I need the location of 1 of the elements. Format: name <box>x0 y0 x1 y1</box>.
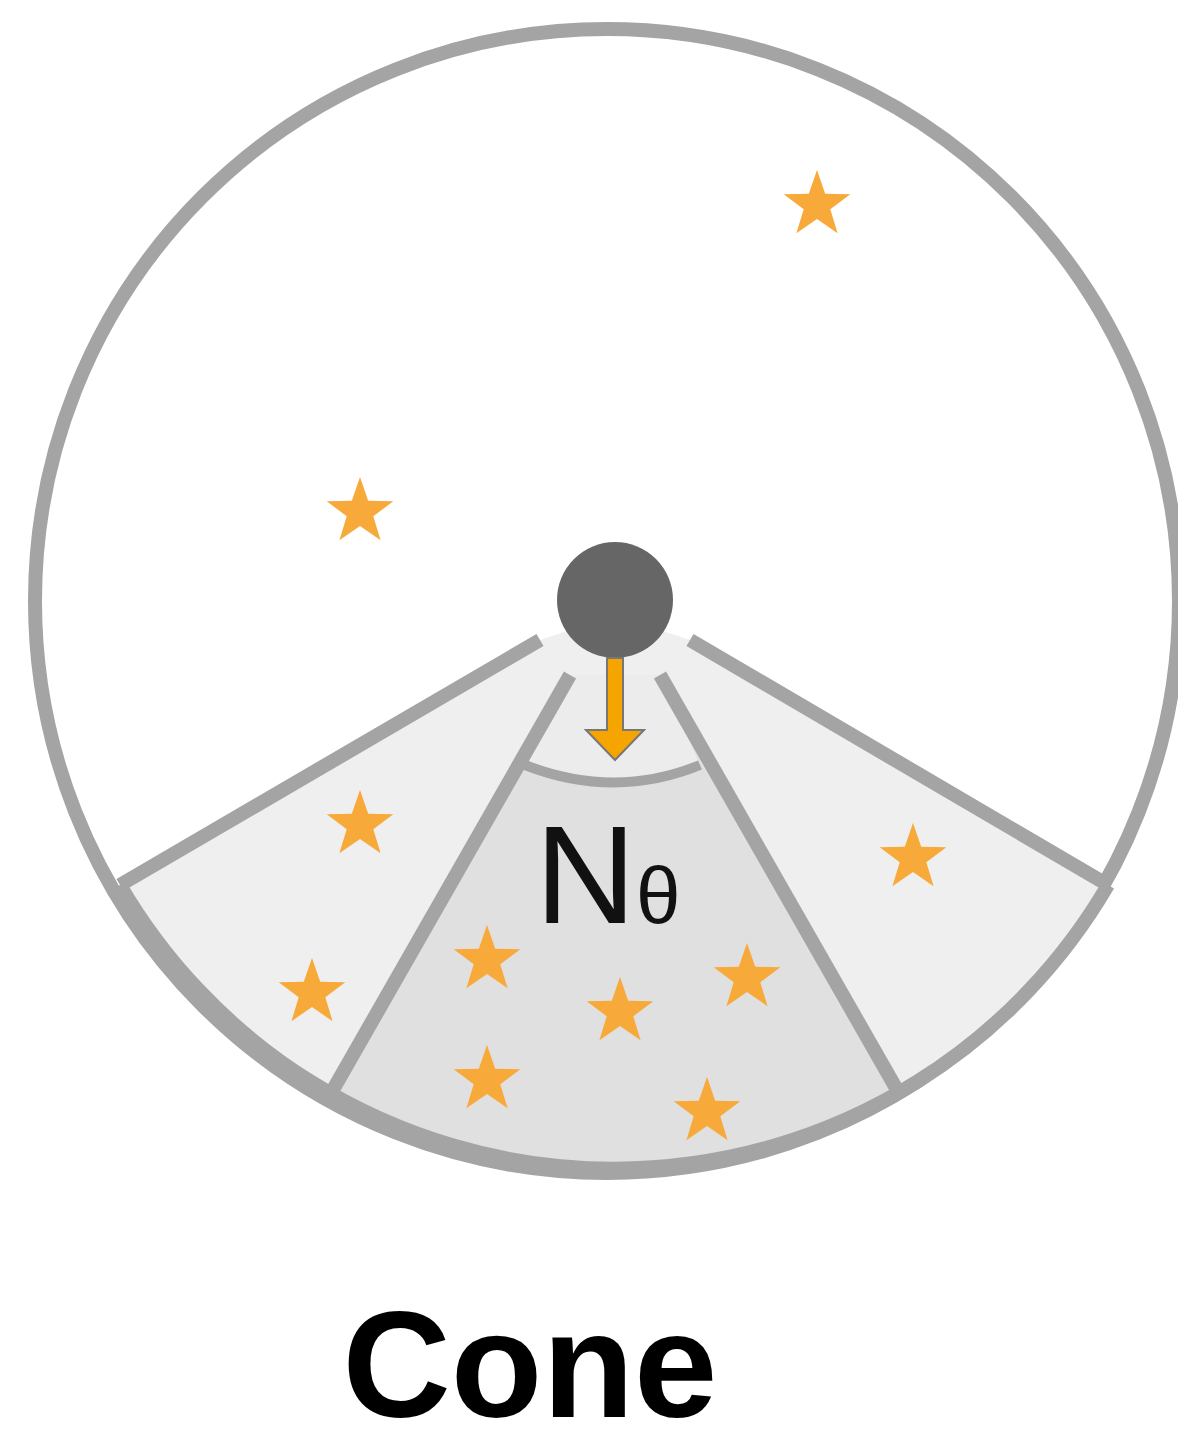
caption: Cone <box>341 1290 719 1440</box>
